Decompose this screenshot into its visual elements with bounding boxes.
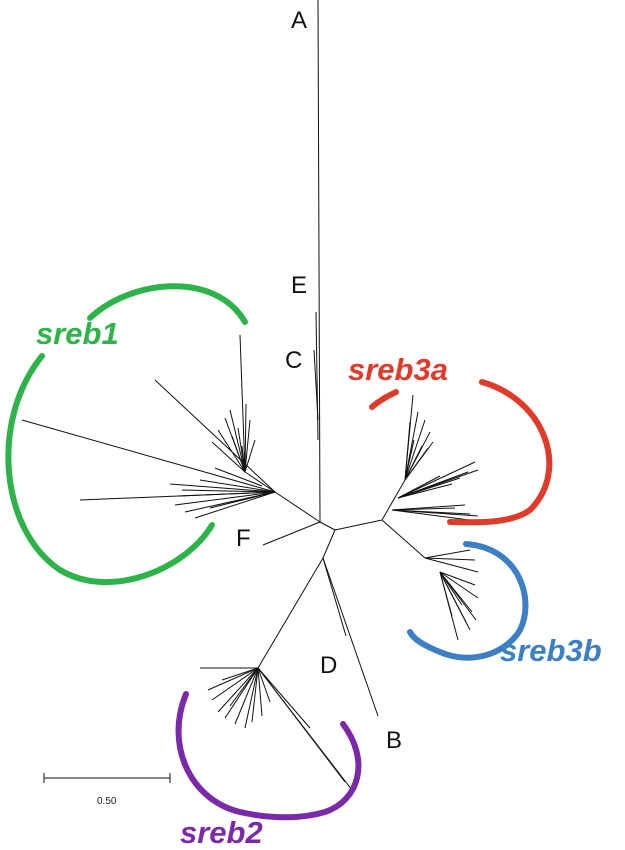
clade-label-sreb3b: sreb3b [500, 633, 602, 668]
branch-sreb3a-stem [381, 479, 406, 521]
sreb1-arc-upper [87, 283, 248, 325]
sreb2-subtree [200, 667, 353, 791]
scale-bar-label: 0.50 [97, 796, 117, 807]
branch-center-to-hub [319, 521, 336, 531]
node-label-e: E [291, 272, 307, 299]
branch-hub-to-sreb3 [334, 519, 383, 531]
clade-label-sreb3a: sreb3a [348, 352, 448, 387]
branch-b [322, 557, 379, 717]
sreb3b-subtree [424, 549, 479, 641]
node-label-c: C [285, 347, 302, 374]
branch-d [322, 557, 347, 637]
scale-bar: 0.50 [43, 773, 171, 807]
branch-hub-to-lower [322, 529, 336, 559]
branch-sreb3b-stem [381, 519, 426, 559]
sreb3a-arc-main [447, 379, 553, 526]
sreb1-arc-lower [5, 353, 215, 586]
branch-to-sreb2 [257, 557, 324, 669]
sreb2-arc [175, 691, 362, 821]
sreb1-subtree [21, 334, 276, 519]
node-label-f: F [236, 525, 251, 552]
branch-f [262, 521, 321, 546]
sreb3b-arc [407, 541, 529, 661]
node-label-b: B [386, 727, 402, 754]
branch-center-to-sreb1 [274, 491, 321, 523]
sreb3a-subtree [391, 394, 486, 523]
branch-e [315, 311, 319, 441]
node-label-a: A [291, 7, 307, 34]
clade-label-sreb1: sreb1 [36, 316, 119, 351]
branch-a [317, 0, 321, 523]
tree-backbone [257, 0, 426, 717]
sreb3a-arc-small [369, 389, 399, 410]
node-label-d: D [320, 652, 337, 679]
clade-label-sreb2: sreb2 [180, 815, 263, 850]
branch-c [313, 349, 319, 421]
